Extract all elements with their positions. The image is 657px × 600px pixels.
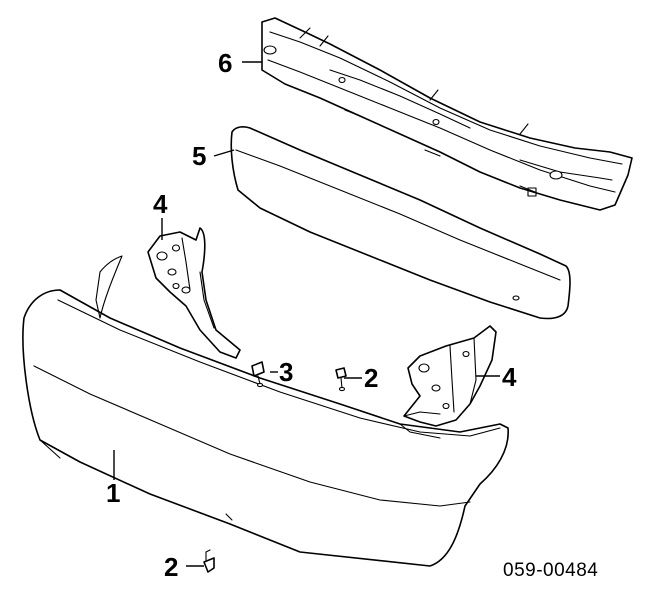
callout-5: 5 (192, 141, 206, 171)
callout-1: 1 (106, 478, 120, 508)
diagram-reference-code: 059-00484 (503, 560, 598, 581)
leader-lines (113, 61, 500, 567)
callout-4-right: 4 (502, 362, 517, 392)
clip-2-bottom (203, 549, 215, 573)
callout-4-left: 4 (153, 189, 168, 219)
bumper-cover (22, 255, 509, 567)
energy-absorber (230, 126, 571, 320)
callout-2-bottom: 2 (164, 552, 178, 582)
screw-2-middle (335, 367, 347, 392)
bolt-3 (251, 361, 265, 388)
callout-6: 6 (218, 48, 232, 78)
callout-3: 3 (279, 357, 293, 387)
callout-2-middle: 2 (364, 363, 378, 393)
right-side-bracket (403, 325, 497, 427)
left-side-bracket (147, 227, 241, 359)
reinforcement-beam (261, 17, 633, 211)
